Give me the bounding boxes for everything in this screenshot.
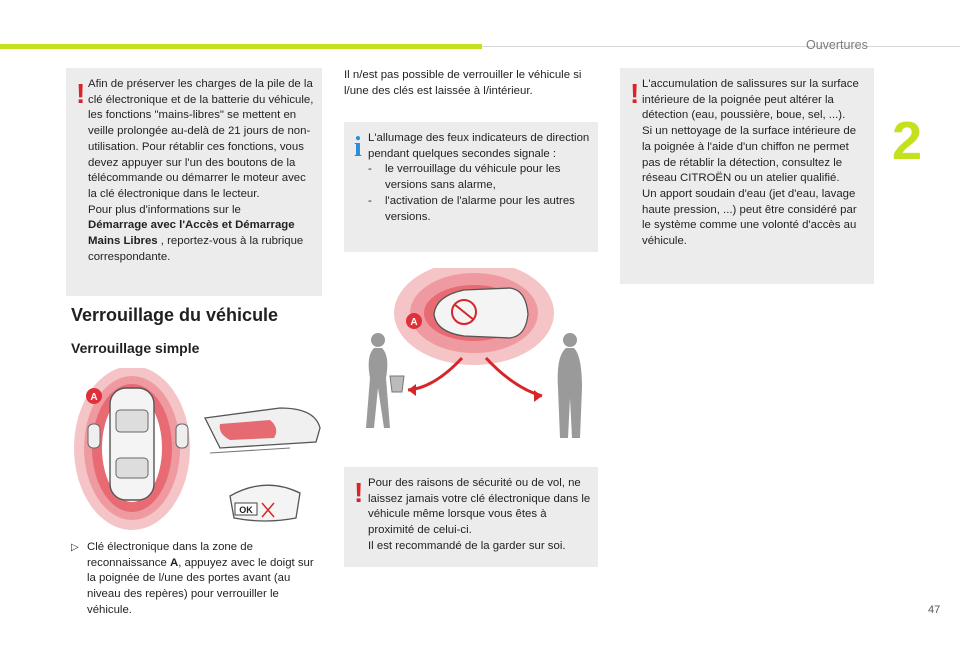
ok-label: OK [239, 505, 253, 515]
warning-text-more-info: Pour plus d'informations sur le [88, 203, 241, 216]
instruction-zone-label: A [169, 556, 179, 569]
instruction-text-end: , appuyez avec le doigt sur la poignée d… [87, 556, 314, 616]
warning-water-text: Un apport soudain d'eau (jet d'eau, lava… [642, 187, 857, 248]
zone-a-label: A [90, 392, 97, 403]
cross-reference-link[interactable]: Démarrage avec l'Accès et Démarrage Main… [88, 219, 295, 248]
sub-title: Verrouillage simple [71, 340, 200, 356]
warning-dirt-text: L'accumulation de salissures sur la surf… [642, 78, 859, 122]
key-proximity-illustration: A [366, 268, 582, 438]
warning-security-text: Pour des raisons de sécurité ou de vol, … [368, 477, 591, 537]
chapter-number: 2 [892, 111, 923, 171]
warning-box-battery: ! Afin de préserver les charges de la pi… [66, 68, 322, 296]
warning-security-advice: Il est recommandé de la garder sur soi. [368, 539, 566, 552]
warning-exclamation-icon: ! [354, 477, 364, 508]
page-number: 47 [928, 604, 941, 616]
accent-bar [0, 44, 482, 49]
info-icon: i [354, 132, 362, 163]
warning-text-suffix: , reportez-vous à la rubrique correspond… [88, 235, 304, 263]
main-title: Verrouillage du véhicule [71, 305, 279, 325]
info-list-item: l'activation de l'alarme pour les autres… [368, 194, 592, 225]
col2-intro: Il n/est pas possible de verrouiller le … [344, 69, 582, 97]
warning-cleaning-text: Si un nettoyage de la surface intérieure… [642, 125, 857, 185]
info-list-item: le verrouillage du véhicule pour les ver… [368, 162, 592, 193]
instruction-text-start: Clé électronique dans la zone de reconna… [87, 541, 253, 569]
lock-instruction: ▷ Clé électronique dans la zone de recon… [71, 540, 317, 619]
warning-exclamation-icon: ! [630, 78, 640, 109]
bullet-arrow-icon: ▷ [71, 542, 79, 553]
warning-box-security: ! Pour des raisons de sécurité ou de vol… [344, 467, 598, 567]
info-box-indicators: i L'allumage des feux indicateurs de dir… [344, 122, 598, 252]
warning-exclamation-icon: ! [76, 78, 86, 109]
car-detection-zone-illustration: A OK [74, 368, 321, 530]
zone-a-label: A [410, 317, 417, 328]
warning-text: Afin de préserver les charges de la pile… [88, 78, 314, 200]
info-text: L'allumage des feux indicateurs de direc… [368, 132, 590, 160]
section-title: Ouvertures [806, 38, 868, 52]
warning-box-handle-dirt: ! L'accumulation de salissures sur la su… [620, 68, 874, 284]
header-rule [482, 46, 960, 47]
